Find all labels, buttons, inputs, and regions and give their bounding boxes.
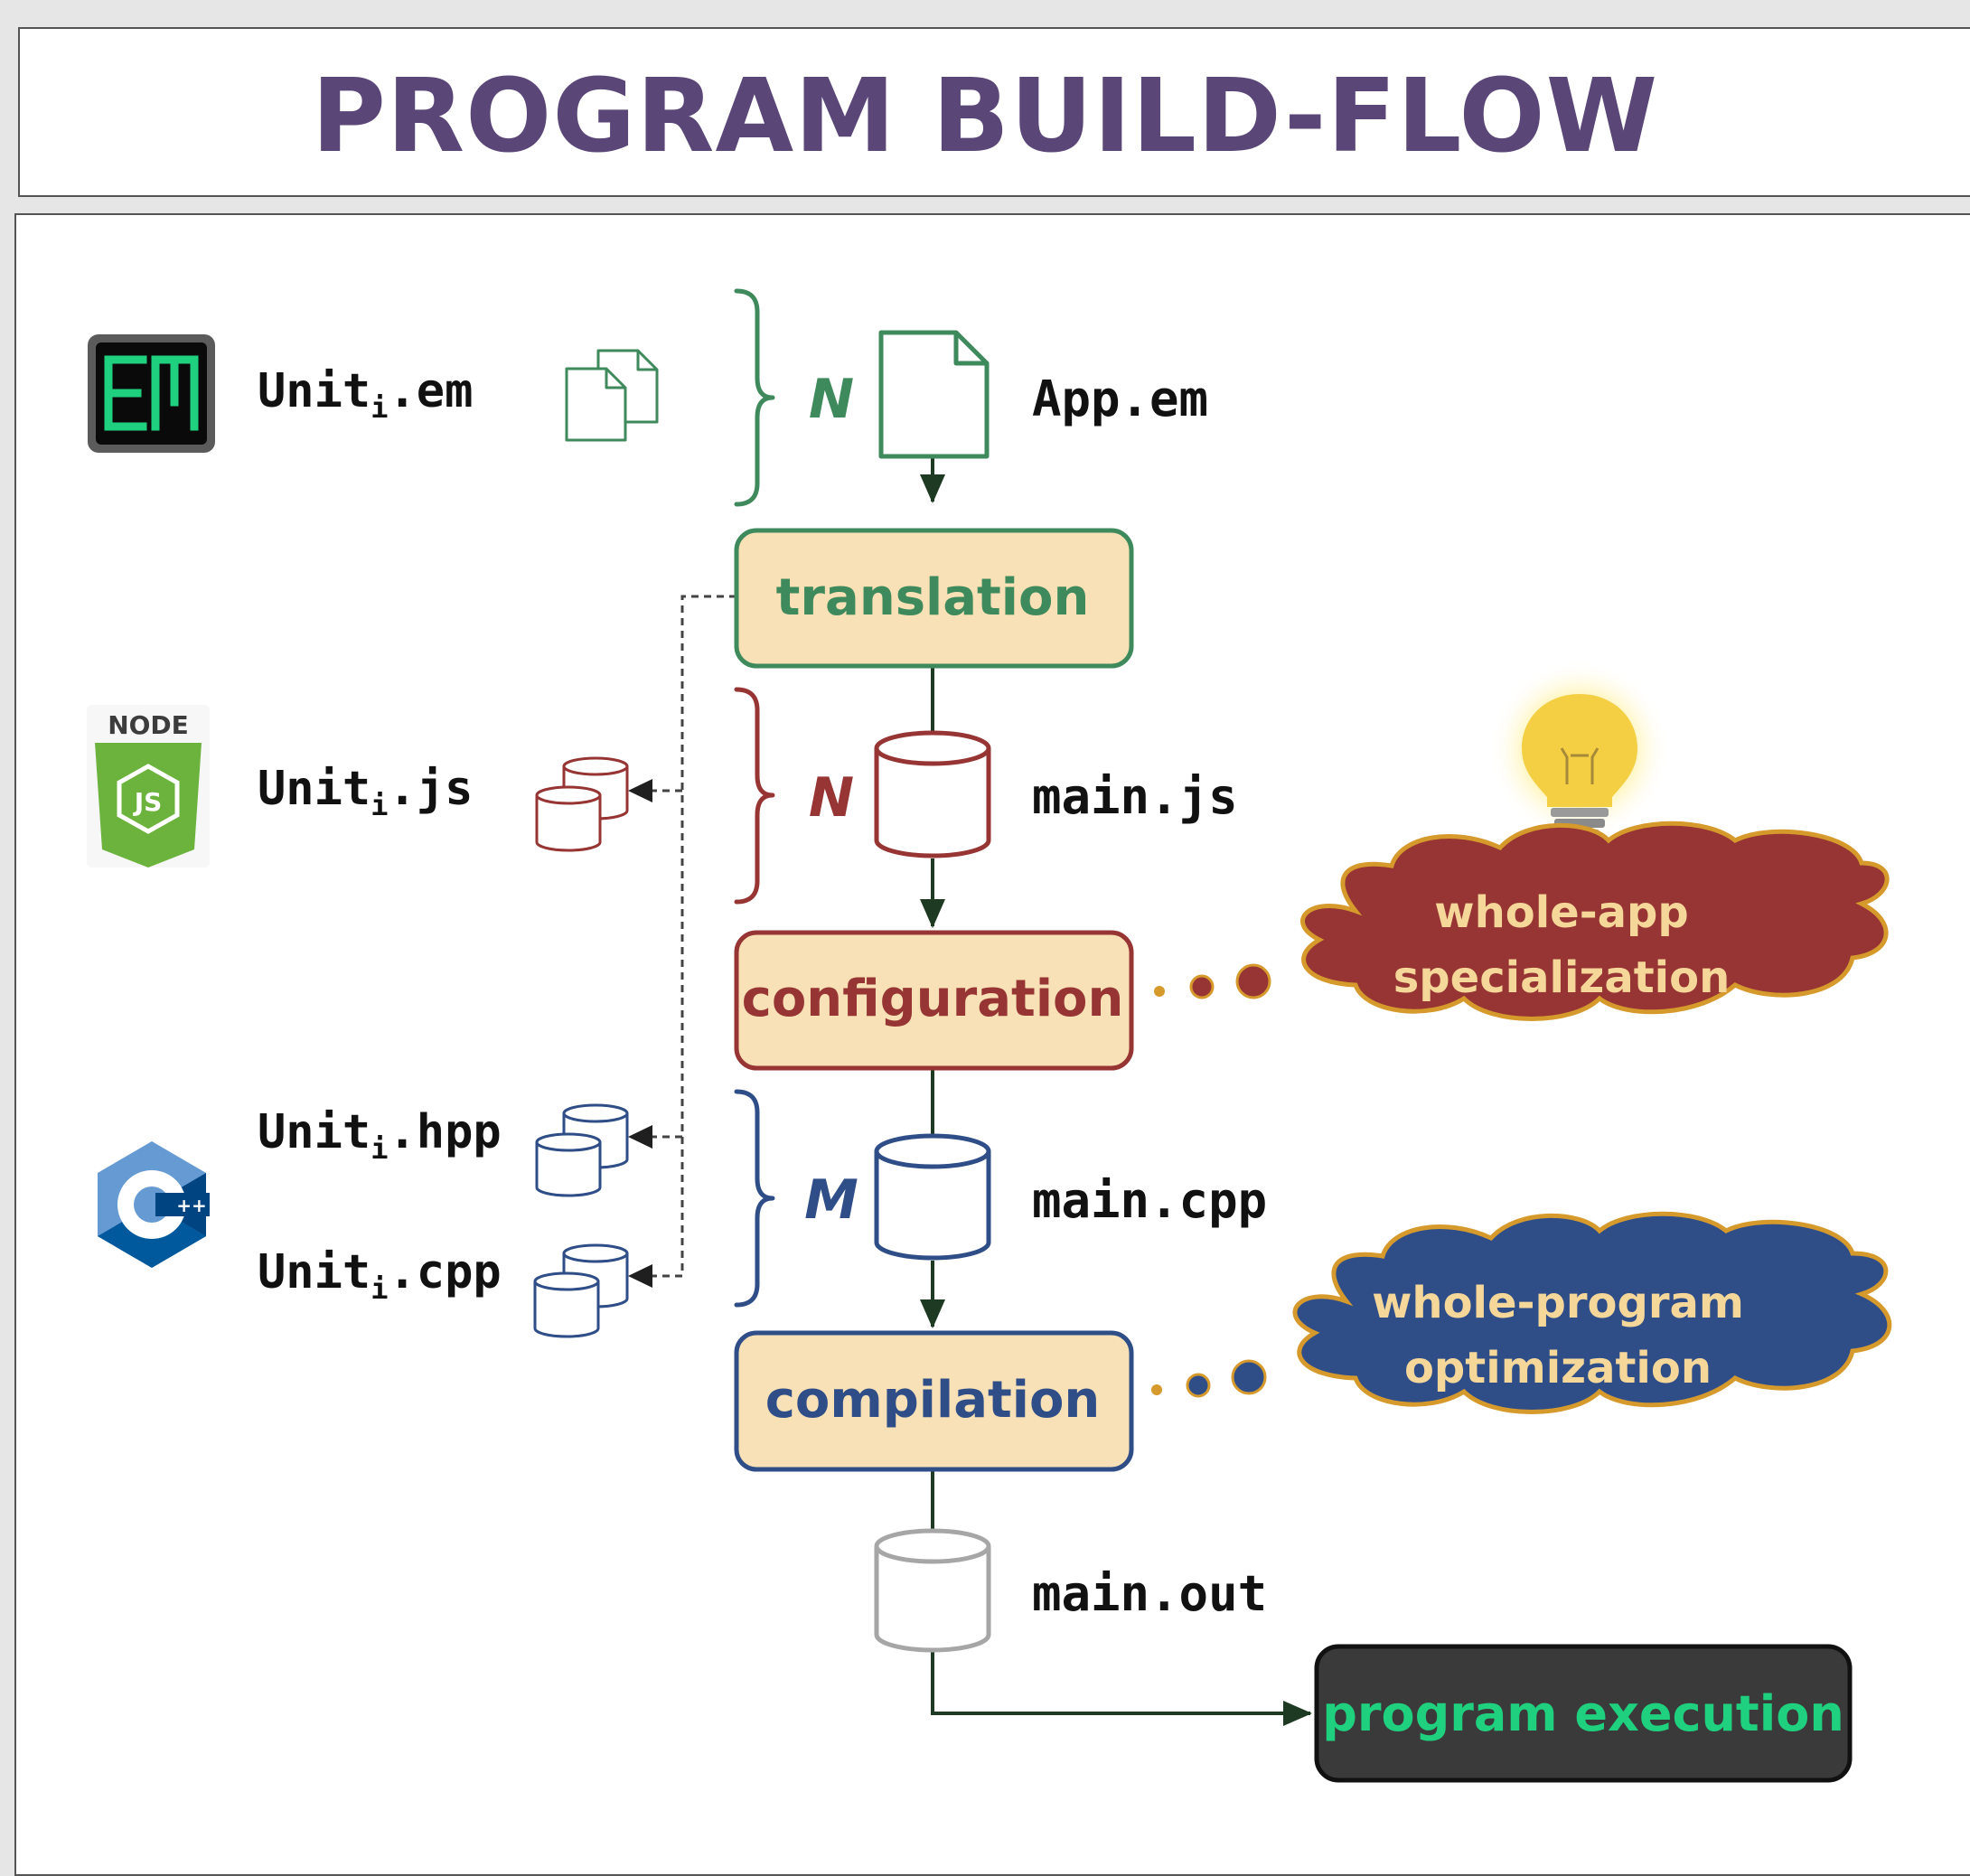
cpp-logo-text: ++ [176,1195,207,1216]
unit-js-prefix: Unit [258,762,371,816]
main-js-label: main.js [1032,768,1238,825]
cloud-optimization-line2: optimization [1404,1343,1712,1393]
document-icon [878,330,990,459]
unit-js-label: Uniti.js [258,762,473,822]
database-icon [874,730,991,858]
arrowhead-hpp [628,1125,652,1149]
database-stack-icon [535,756,629,852]
translation-stage [734,528,1134,669]
unit-em-prefix: Unit [258,364,371,418]
lightbulb-icon [1489,660,1670,840]
configuration-stage [734,930,1134,1071]
thought-dots [1151,1359,1267,1398]
program-execution-box [1314,1644,1853,1783]
unit-cpp-subscript: i [371,1271,388,1306]
cloud-icon: whole-program optimization [1292,1211,1892,1414]
cloud-icon: whole-app specialization [1300,821,1890,1021]
cloud-specialization-line2: specialization [1393,952,1731,1003]
generated-files-connector [633,595,736,1278]
unit-js-ext: .js [389,762,474,816]
arrowhead-js [628,779,652,802]
count-em: N [809,368,854,431]
unit-cpp-ext: .cpp [389,1245,502,1299]
documents-icon [565,349,659,442]
unit-em-subscript: i [371,390,388,425]
arrow-mainout-to-execution [931,1651,1312,1726]
unit-em-label: Uniti.em [258,364,473,425]
brace-cpp [734,1089,775,1308]
program-execution-label: program execution [1322,1685,1844,1742]
app-em-label: App.em [1032,371,1208,427]
unit-hpp-subscript: i [371,1131,388,1166]
unit-cpp-prefix: Unit [258,1245,371,1299]
nodejs-logo-icon: NODE JS [87,705,210,868]
database-icon [874,1133,991,1261]
cloud-optimization-line1: whole-program [1372,1278,1744,1328]
count-cpp: M [804,1168,858,1232]
unit-hpp-prefix: Unit [258,1105,371,1159]
nodejs-badge-text: JS [133,787,163,817]
database-stack-icon [535,1103,629,1197]
unit-js-subscript: i [371,788,388,822]
unit-hpp-ext: .hpp [389,1105,502,1159]
configuration-label: configuration [742,970,1124,1028]
main-out-label: main.out [1032,1565,1267,1622]
cpp-logo-icon: ++ [98,1141,210,1268]
brace-js [734,687,775,905]
title-panel [18,27,1970,197]
dashed-line-translation [633,595,736,1278]
unit-em-ext: .em [389,364,474,418]
flow-connectors [920,456,1312,1726]
unit-hpp-label: Uniti.hpp [258,1105,502,1166]
translation-label: translation [776,568,1090,627]
cloud-specialization-line1: whole-app [1434,887,1689,938]
database-stack-icon [533,1243,629,1338]
dashed-arrowheads [628,779,652,1288]
count-js: N [809,766,854,830]
database-icon [874,1528,991,1653]
arrowhead-cpp [628,1264,652,1288]
thought-dots [1154,963,1271,999]
brace-em [734,288,775,507]
unit-cpp-label: Uniti.cpp [258,1245,502,1306]
compilation-stage [734,1330,1134,1472]
nodejs-logo-text: NODE [108,710,189,740]
em-logo-icon [88,334,215,453]
page-title: PROGRAM BUILD-FLOW [311,58,1659,175]
compilation-label: compilation [765,1371,1101,1430]
main-cpp-label: main.cpp [1032,1172,1267,1229]
